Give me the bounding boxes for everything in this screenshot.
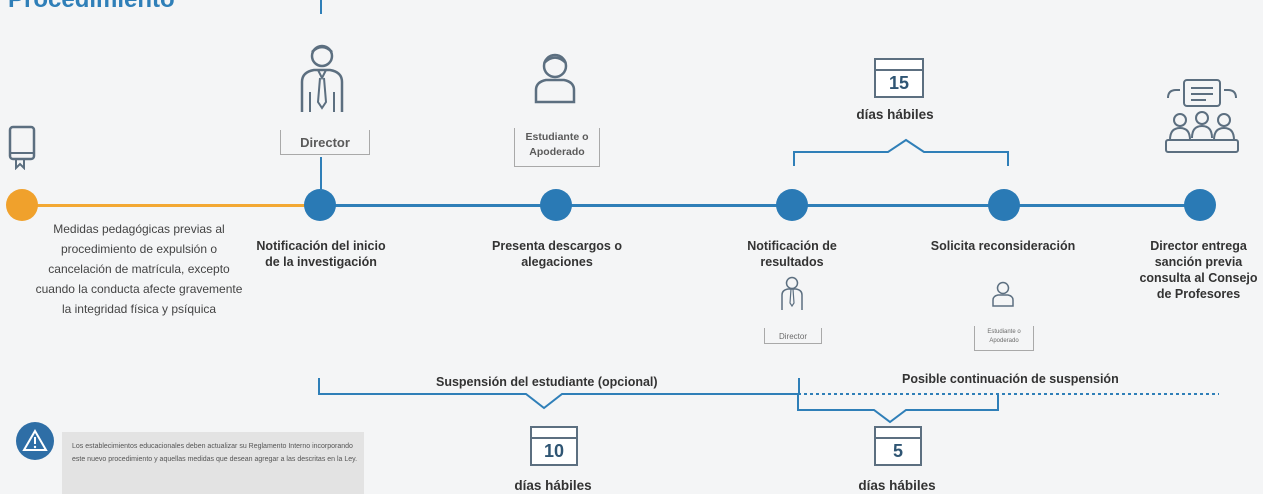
suspension-bracket bbox=[318, 378, 800, 410]
step-5-label: Solicita reconsideración bbox=[930, 239, 1076, 253]
book-icon bbox=[6, 124, 40, 175]
title-connector bbox=[320, 0, 322, 14]
role-tag-student-small: Estudiante o Apoderado bbox=[974, 326, 1034, 351]
step-node-5 bbox=[988, 189, 1020, 221]
step-node-6 bbox=[1184, 189, 1216, 221]
director-icon bbox=[296, 42, 348, 119]
meeting-icon bbox=[1164, 78, 1240, 161]
suspension-days-value: 10 bbox=[543, 441, 565, 461]
director-connector bbox=[320, 157, 322, 191]
role-tag-director-small: Director bbox=[764, 328, 822, 344]
role-tag-director: Director bbox=[280, 130, 370, 155]
director-small-icon bbox=[779, 275, 805, 316]
student-icon bbox=[532, 50, 578, 111]
continuation-days-value: 5 bbox=[892, 441, 903, 461]
top-bracket bbox=[793, 138, 1009, 166]
suspension-days-label: días hábiles bbox=[514, 478, 592, 493]
role-tag-student: Estudiante o Apoderado bbox=[514, 128, 600, 167]
page-title: Procedimiento bbox=[8, 0, 175, 14]
top-days-label: días hábiles bbox=[856, 107, 934, 122]
step-3-label: Presenta descargos o alegaciones bbox=[492, 239, 622, 269]
continuation-label: Posible continuación de suspensión bbox=[902, 372, 1119, 386]
calendar-5-icon: 5 bbox=[874, 426, 922, 466]
step-4-label: Notificación de resultados bbox=[747, 239, 837, 269]
warning-icon bbox=[16, 422, 54, 460]
suspension-label: Suspensión del estudiante (opcional) bbox=[436, 375, 658, 389]
step-6-label: Director entrega sanción previa consulta… bbox=[1139, 239, 1258, 301]
calendar-icon: 15 bbox=[874, 58, 924, 98]
step-node-1 bbox=[6, 189, 38, 221]
timeline-start-segment bbox=[22, 204, 322, 207]
note-box bbox=[62, 432, 364, 494]
continuation-days-label: días hábiles bbox=[858, 478, 936, 493]
step-node-4 bbox=[776, 189, 808, 221]
step-2-label: Notificación del inicio de la investigac… bbox=[256, 239, 386, 269]
step-node-3 bbox=[540, 189, 572, 221]
calendar-10-icon: 10 bbox=[530, 426, 578, 466]
timeline-line bbox=[22, 204, 1202, 207]
student-small-icon bbox=[991, 280, 1015, 313]
step-1-description: Medidas pedagógicas previas al procedimi… bbox=[35, 222, 243, 316]
top-days-value: 15 bbox=[888, 73, 910, 93]
note-text: Los establecimientos educacionales deben… bbox=[72, 443, 358, 463]
continuation-bracket bbox=[797, 393, 1219, 424]
step-node-2 bbox=[304, 189, 336, 221]
